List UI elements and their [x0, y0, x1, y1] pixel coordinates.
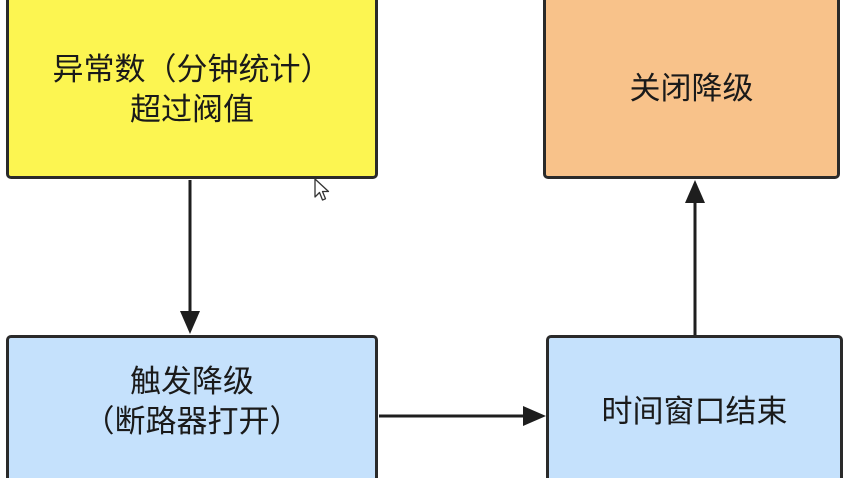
arrow-window-to-close [685, 180, 705, 335]
node-exception-threshold-line1: 异常数（分钟统计） [52, 52, 332, 88]
node-trigger-degradation-line2: （断路器打开） [83, 403, 301, 440]
node-exception-threshold: 异常数（分钟统计） 超过阀值 [6, 0, 378, 179]
node-exception-threshold-line2: 超过阀值 [130, 92, 254, 128]
mouse-pointer-icon [314, 178, 330, 201]
node-close-degradation: 关闭降级 [543, 0, 840, 179]
arrow-threshold-to-trigger [180, 180, 200, 334]
node-trigger-degradation: 触发降级 （断路器打开） [6, 335, 378, 478]
node-trigger-degradation-line1: 触发降级 [130, 363, 254, 400]
node-time-window-end-label: 时间窗口结束 [601, 393, 788, 430]
node-time-window-end: 时间窗口结束 [546, 335, 843, 478]
arrow-trigger-to-window [379, 406, 546, 426]
node-close-degradation-label: 关闭降级 [629, 71, 754, 107]
